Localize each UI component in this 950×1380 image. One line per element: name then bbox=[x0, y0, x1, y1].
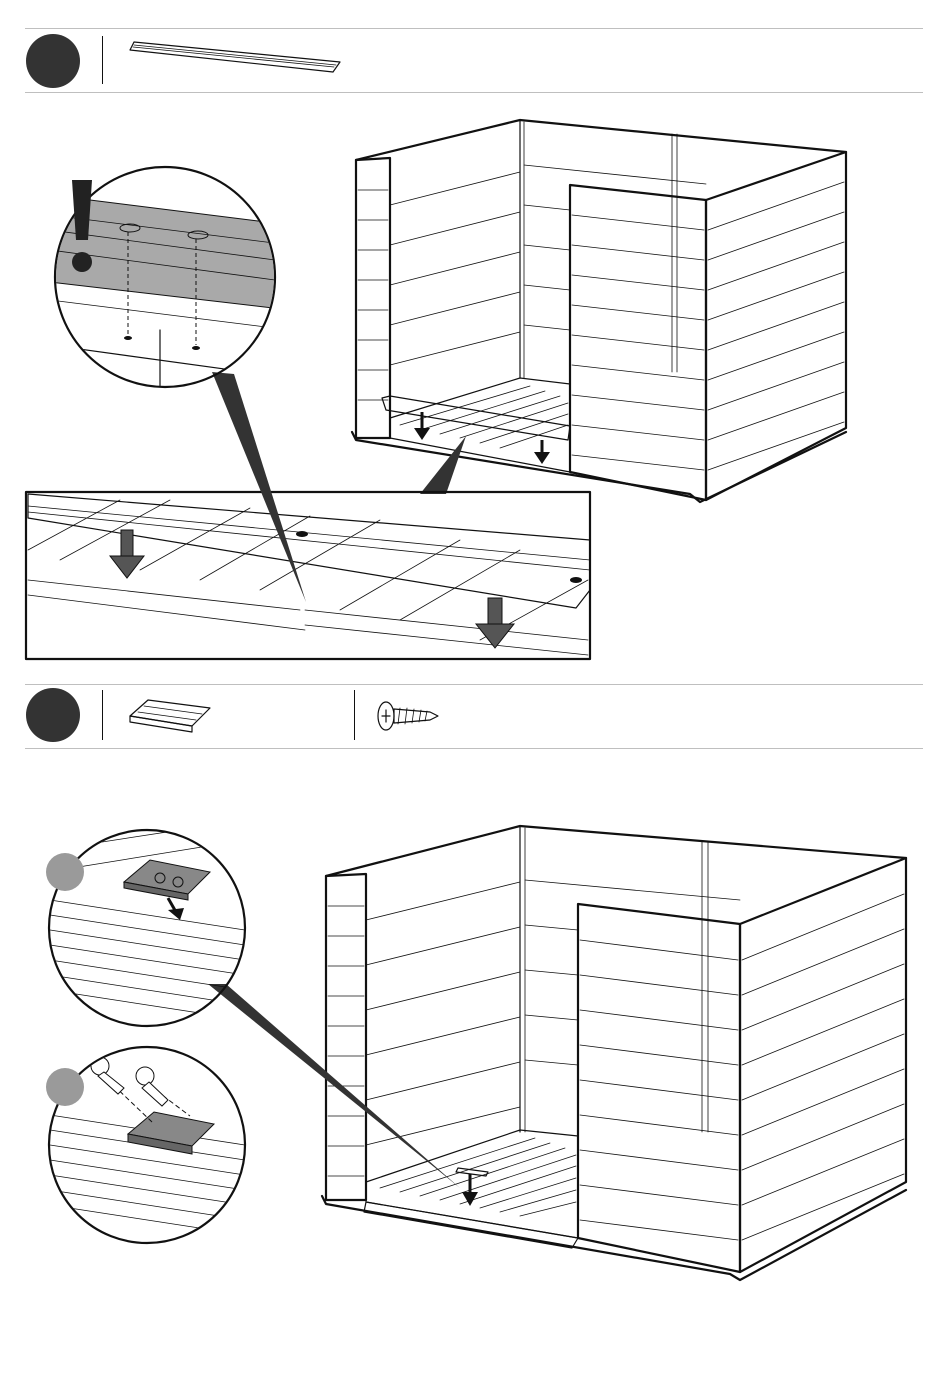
screw-icon bbox=[136, 1067, 168, 1106]
down-arrow-icon bbox=[110, 530, 144, 578]
step2-bottom-rule bbox=[25, 748, 923, 749]
step2-header-divider-2 bbox=[354, 690, 355, 740]
step1-shed-drawing bbox=[0, 0, 950, 600]
down-arrow-icon bbox=[414, 412, 430, 440]
step2-header-divider bbox=[102, 690, 103, 740]
callout-dot-b bbox=[46, 1068, 84, 1106]
connector-plate-part bbox=[124, 694, 224, 744]
step2-top-rule bbox=[25, 684, 923, 685]
screw-icon bbox=[378, 702, 438, 730]
step2-number-badge bbox=[26, 688, 80, 742]
step1-rail-detail-inset bbox=[26, 492, 590, 659]
step2-shed-drawing bbox=[0, 760, 950, 1380]
down-arrow-icon bbox=[476, 598, 514, 648]
screw-part bbox=[374, 698, 454, 738]
down-arrow-icon bbox=[534, 440, 550, 464]
step1-circle-zoom bbox=[50, 167, 290, 390]
screw-icon bbox=[91, 1057, 124, 1094]
callout-dot-a bbox=[46, 853, 84, 891]
down-arrow-icon bbox=[168, 898, 184, 920]
down-arrow-icon bbox=[462, 1174, 478, 1206]
